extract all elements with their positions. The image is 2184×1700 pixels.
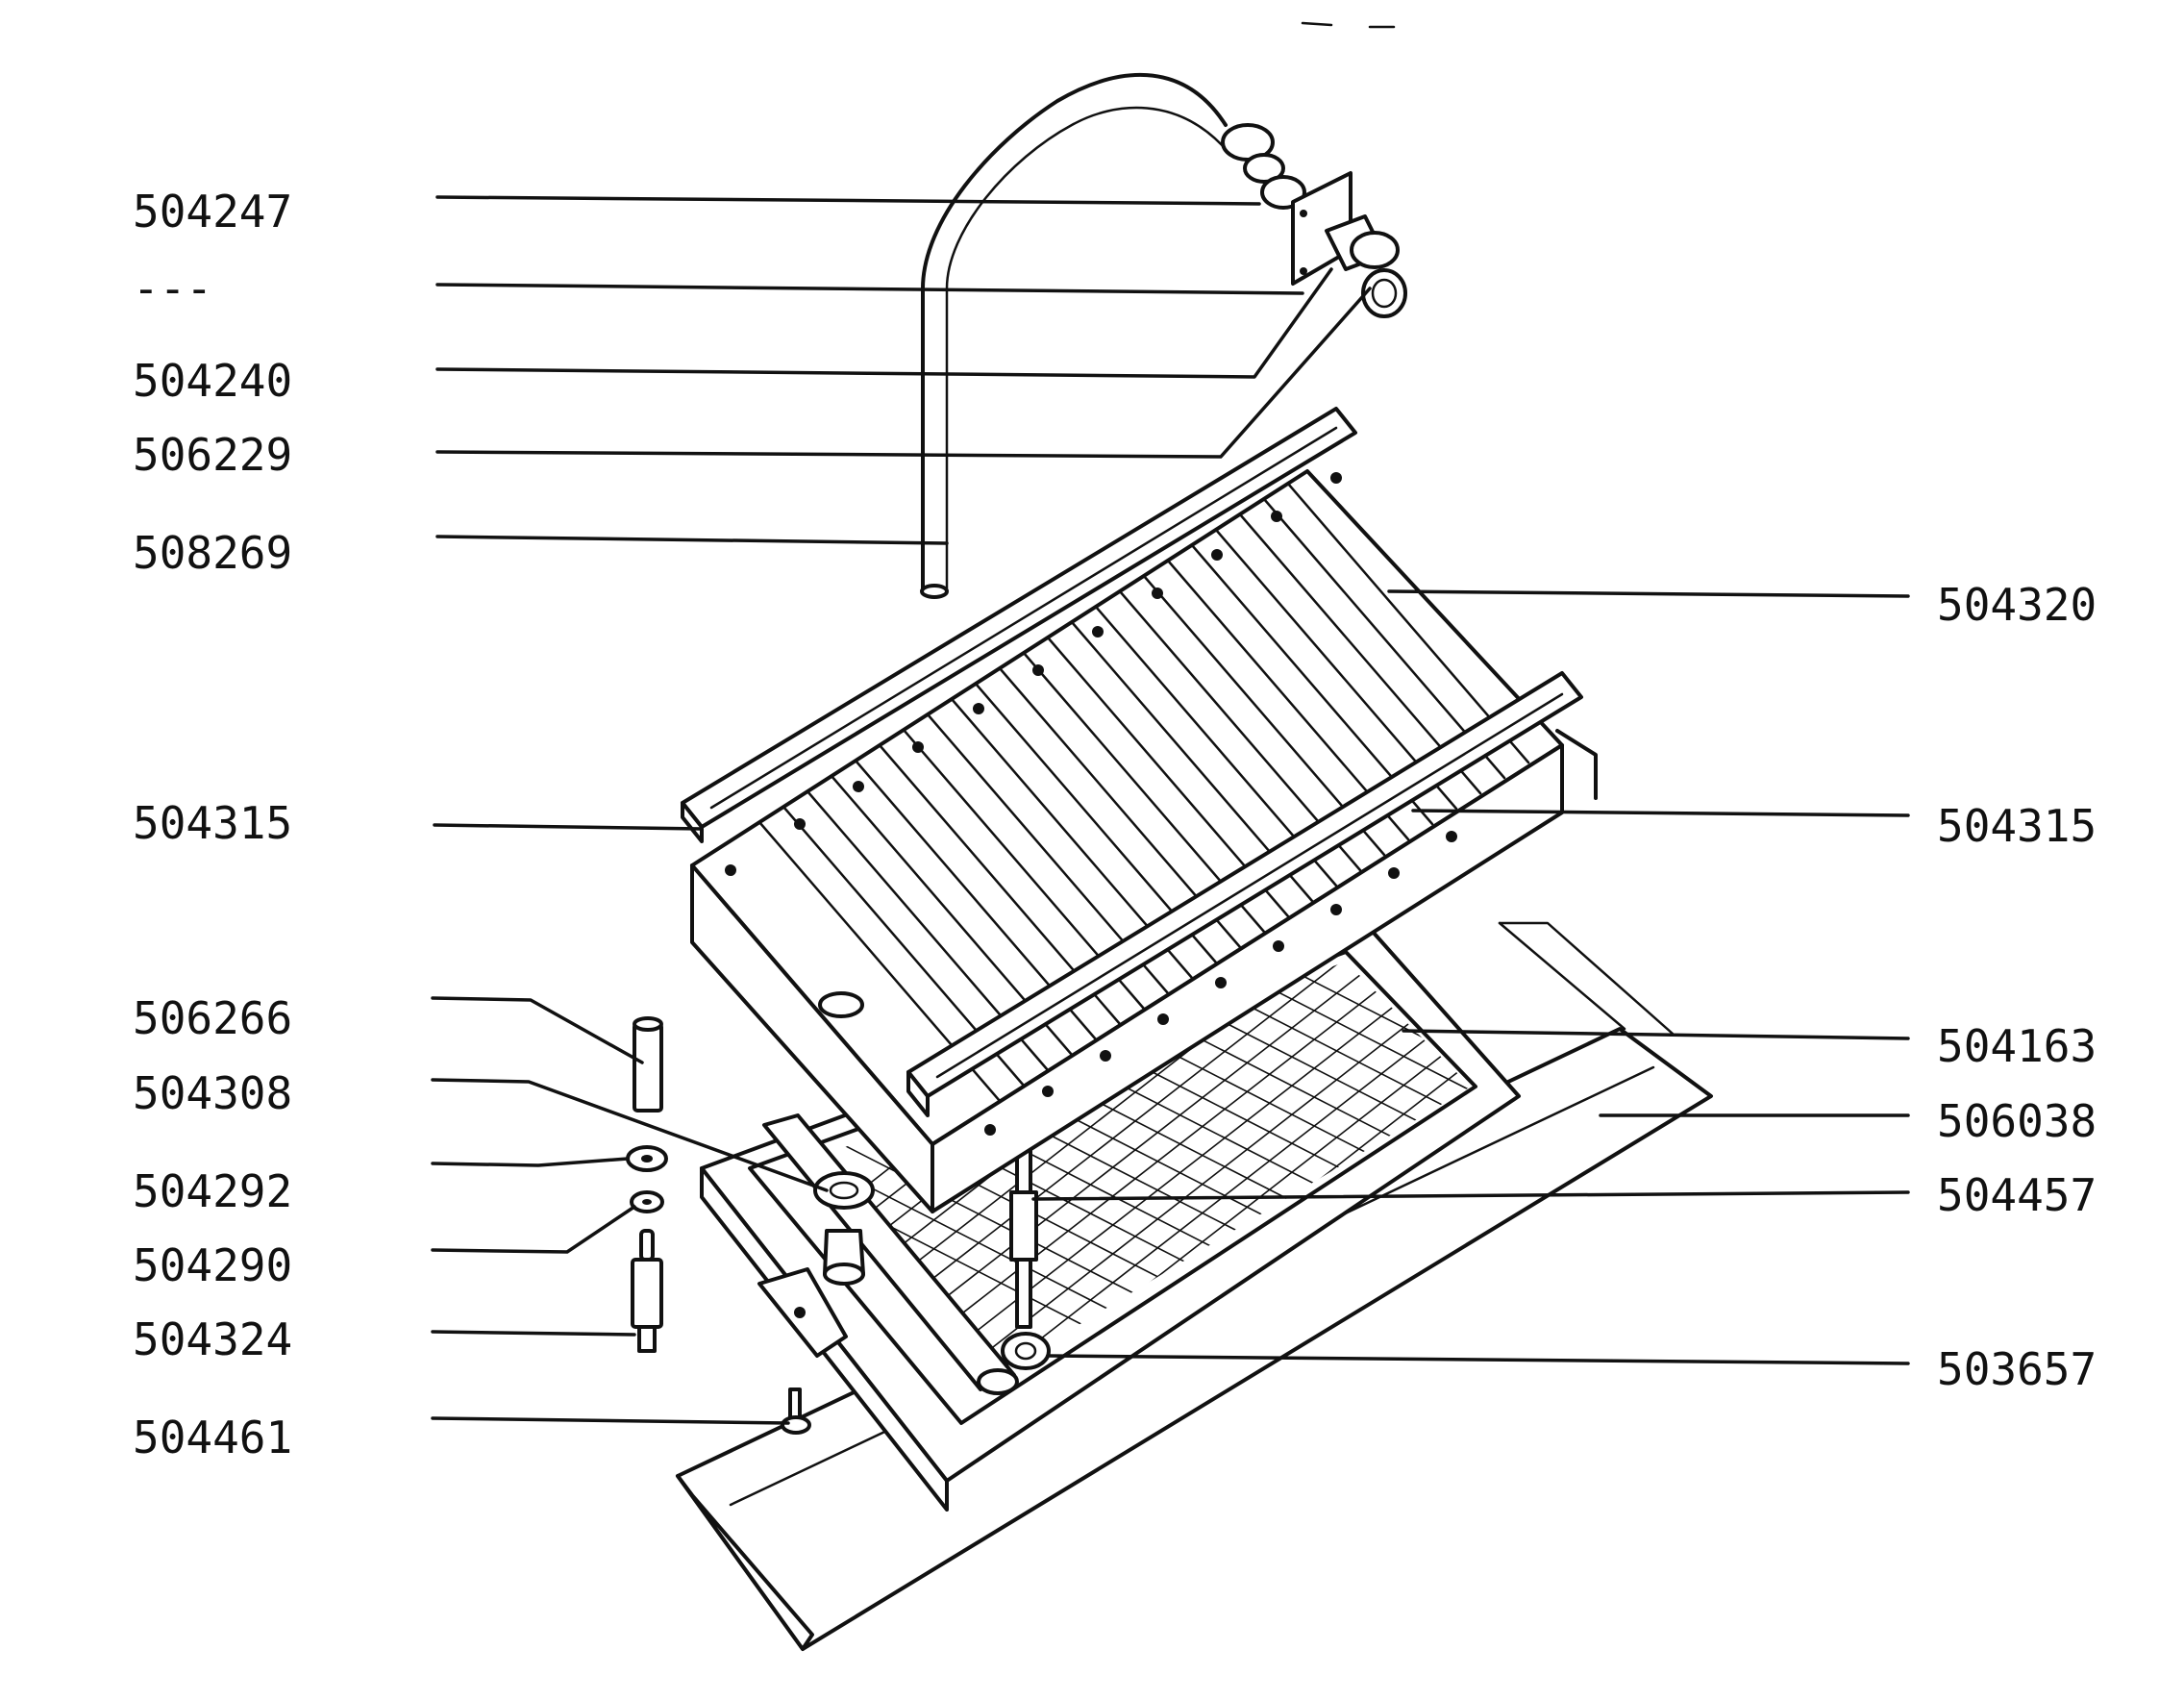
label-504290: 504290 <box>133 1239 292 1291</box>
label-504315-right: 504315 <box>1937 800 2097 852</box>
label-508269: 508269 <box>133 527 292 579</box>
leader-504320 <box>1387 589 1910 598</box>
leader-504290 <box>431 1205 636 1254</box>
leader-506229 <box>435 287 1372 459</box>
label-504315-left: 504315 <box>133 797 292 849</box>
leader-504163 <box>1402 1029 1910 1040</box>
label-dash: --- <box>133 262 212 314</box>
leader-504457 <box>1031 1190 1910 1201</box>
leader-503657 <box>1046 1354 1910 1365</box>
label-506266: 506266 <box>133 992 292 1044</box>
mounting-bracket <box>757 1267 848 1358</box>
leader-504292 <box>431 1157 630 1167</box>
washer-504292 <box>626 1145 668 1172</box>
plate-holes <box>725 472 1457 1136</box>
label-504240: 504240 <box>133 355 292 407</box>
screw-504461 <box>781 1388 811 1435</box>
igniter-504324 <box>631 1229 663 1353</box>
leader-lines <box>431 195 1910 1425</box>
label-506229: 506229 <box>133 429 292 481</box>
leader-504315b <box>1411 809 1910 817</box>
label-504457: 504457 <box>1937 1169 2097 1221</box>
elbow-fitting-504240 <box>1325 214 1407 318</box>
label-504324: 504324 <box>133 1313 292 1365</box>
scan-marks <box>1301 21 1396 29</box>
label-504320: 504320 <box>1937 579 2097 631</box>
injector-assembly <box>813 1171 875 1286</box>
leader-506266 <box>431 996 644 1064</box>
labels-right: 504320 504315 504163 506038 504457 50365… <box>1937 579 2097 1395</box>
label-504163: 504163 <box>1937 1020 2097 1072</box>
pin-506266 <box>633 1016 663 1112</box>
burner-frame-504163 <box>700 921 1521 1512</box>
rail-504315-top <box>681 407 1357 843</box>
leader-504461 <box>431 1416 790 1425</box>
leader-504308 <box>431 1078 829 1192</box>
leader-508269 <box>435 535 949 545</box>
label-504247: 504247 <box>133 186 292 238</box>
leader-504324 <box>431 1330 636 1337</box>
radiant-plate-504320 <box>690 469 1564 1213</box>
leader-504315a <box>433 823 704 831</box>
leader-504247 <box>435 195 1261 206</box>
label-504461: 504461 <box>133 1412 292 1463</box>
labels-left: 504247 --- 504240 506229 508269 504315 5… <box>133 186 292 1463</box>
label-504292: 504292 <box>133 1165 292 1217</box>
label-506038: 506038 <box>1937 1095 2097 1147</box>
pipe-fitting-504247 <box>1221 123 1306 210</box>
label-504308: 504308 <box>133 1067 292 1119</box>
nut-503657 <box>1001 1332 1051 1370</box>
plate-corrugations <box>757 482 1530 1103</box>
rail-504315-bottom <box>906 671 1598 1117</box>
washer-504290 <box>630 1190 664 1213</box>
label-503657: 503657 <box>1937 1343 2097 1395</box>
leader-504240 <box>435 267 1333 379</box>
leader-dash <box>435 283 1304 295</box>
